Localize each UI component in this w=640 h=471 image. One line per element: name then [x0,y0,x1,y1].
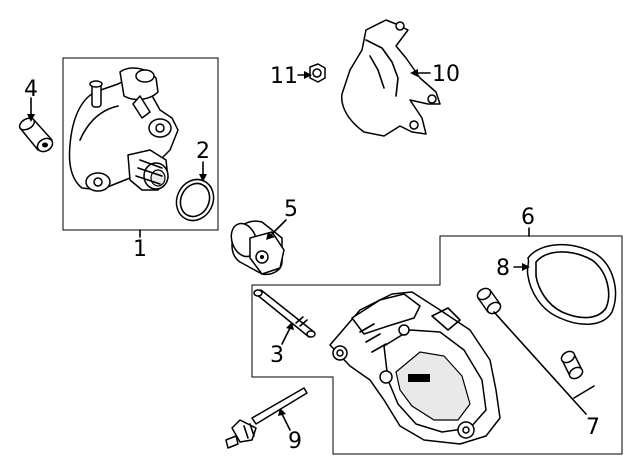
housing-group-box [251,235,623,455]
o-ring [175,178,215,222]
gasket [526,243,617,325]
callout-8: 8 [496,256,510,281]
follower-mount [230,220,285,276]
heat-shield [341,19,441,137]
callout-2: 2 [196,139,210,164]
callout-10: 10 [432,62,460,87]
nut [309,63,326,83]
callout-3: 3 [270,343,284,368]
callout-7: 7 [586,415,600,440]
callout-6: 6 [521,205,535,230]
stud [253,289,316,338]
callout-1: 1 [133,237,147,262]
dowel-bushings [476,287,595,415]
callout-11: 11 [270,64,298,89]
injector [225,387,308,449]
pump-housing [329,291,501,445]
callout-9: 9 [288,429,302,454]
callout-4: 4 [24,77,38,102]
leader-lines [27,69,530,431]
bushing [18,117,54,153]
callout-5: 5 [284,197,298,222]
fuel-pump [68,67,179,192]
